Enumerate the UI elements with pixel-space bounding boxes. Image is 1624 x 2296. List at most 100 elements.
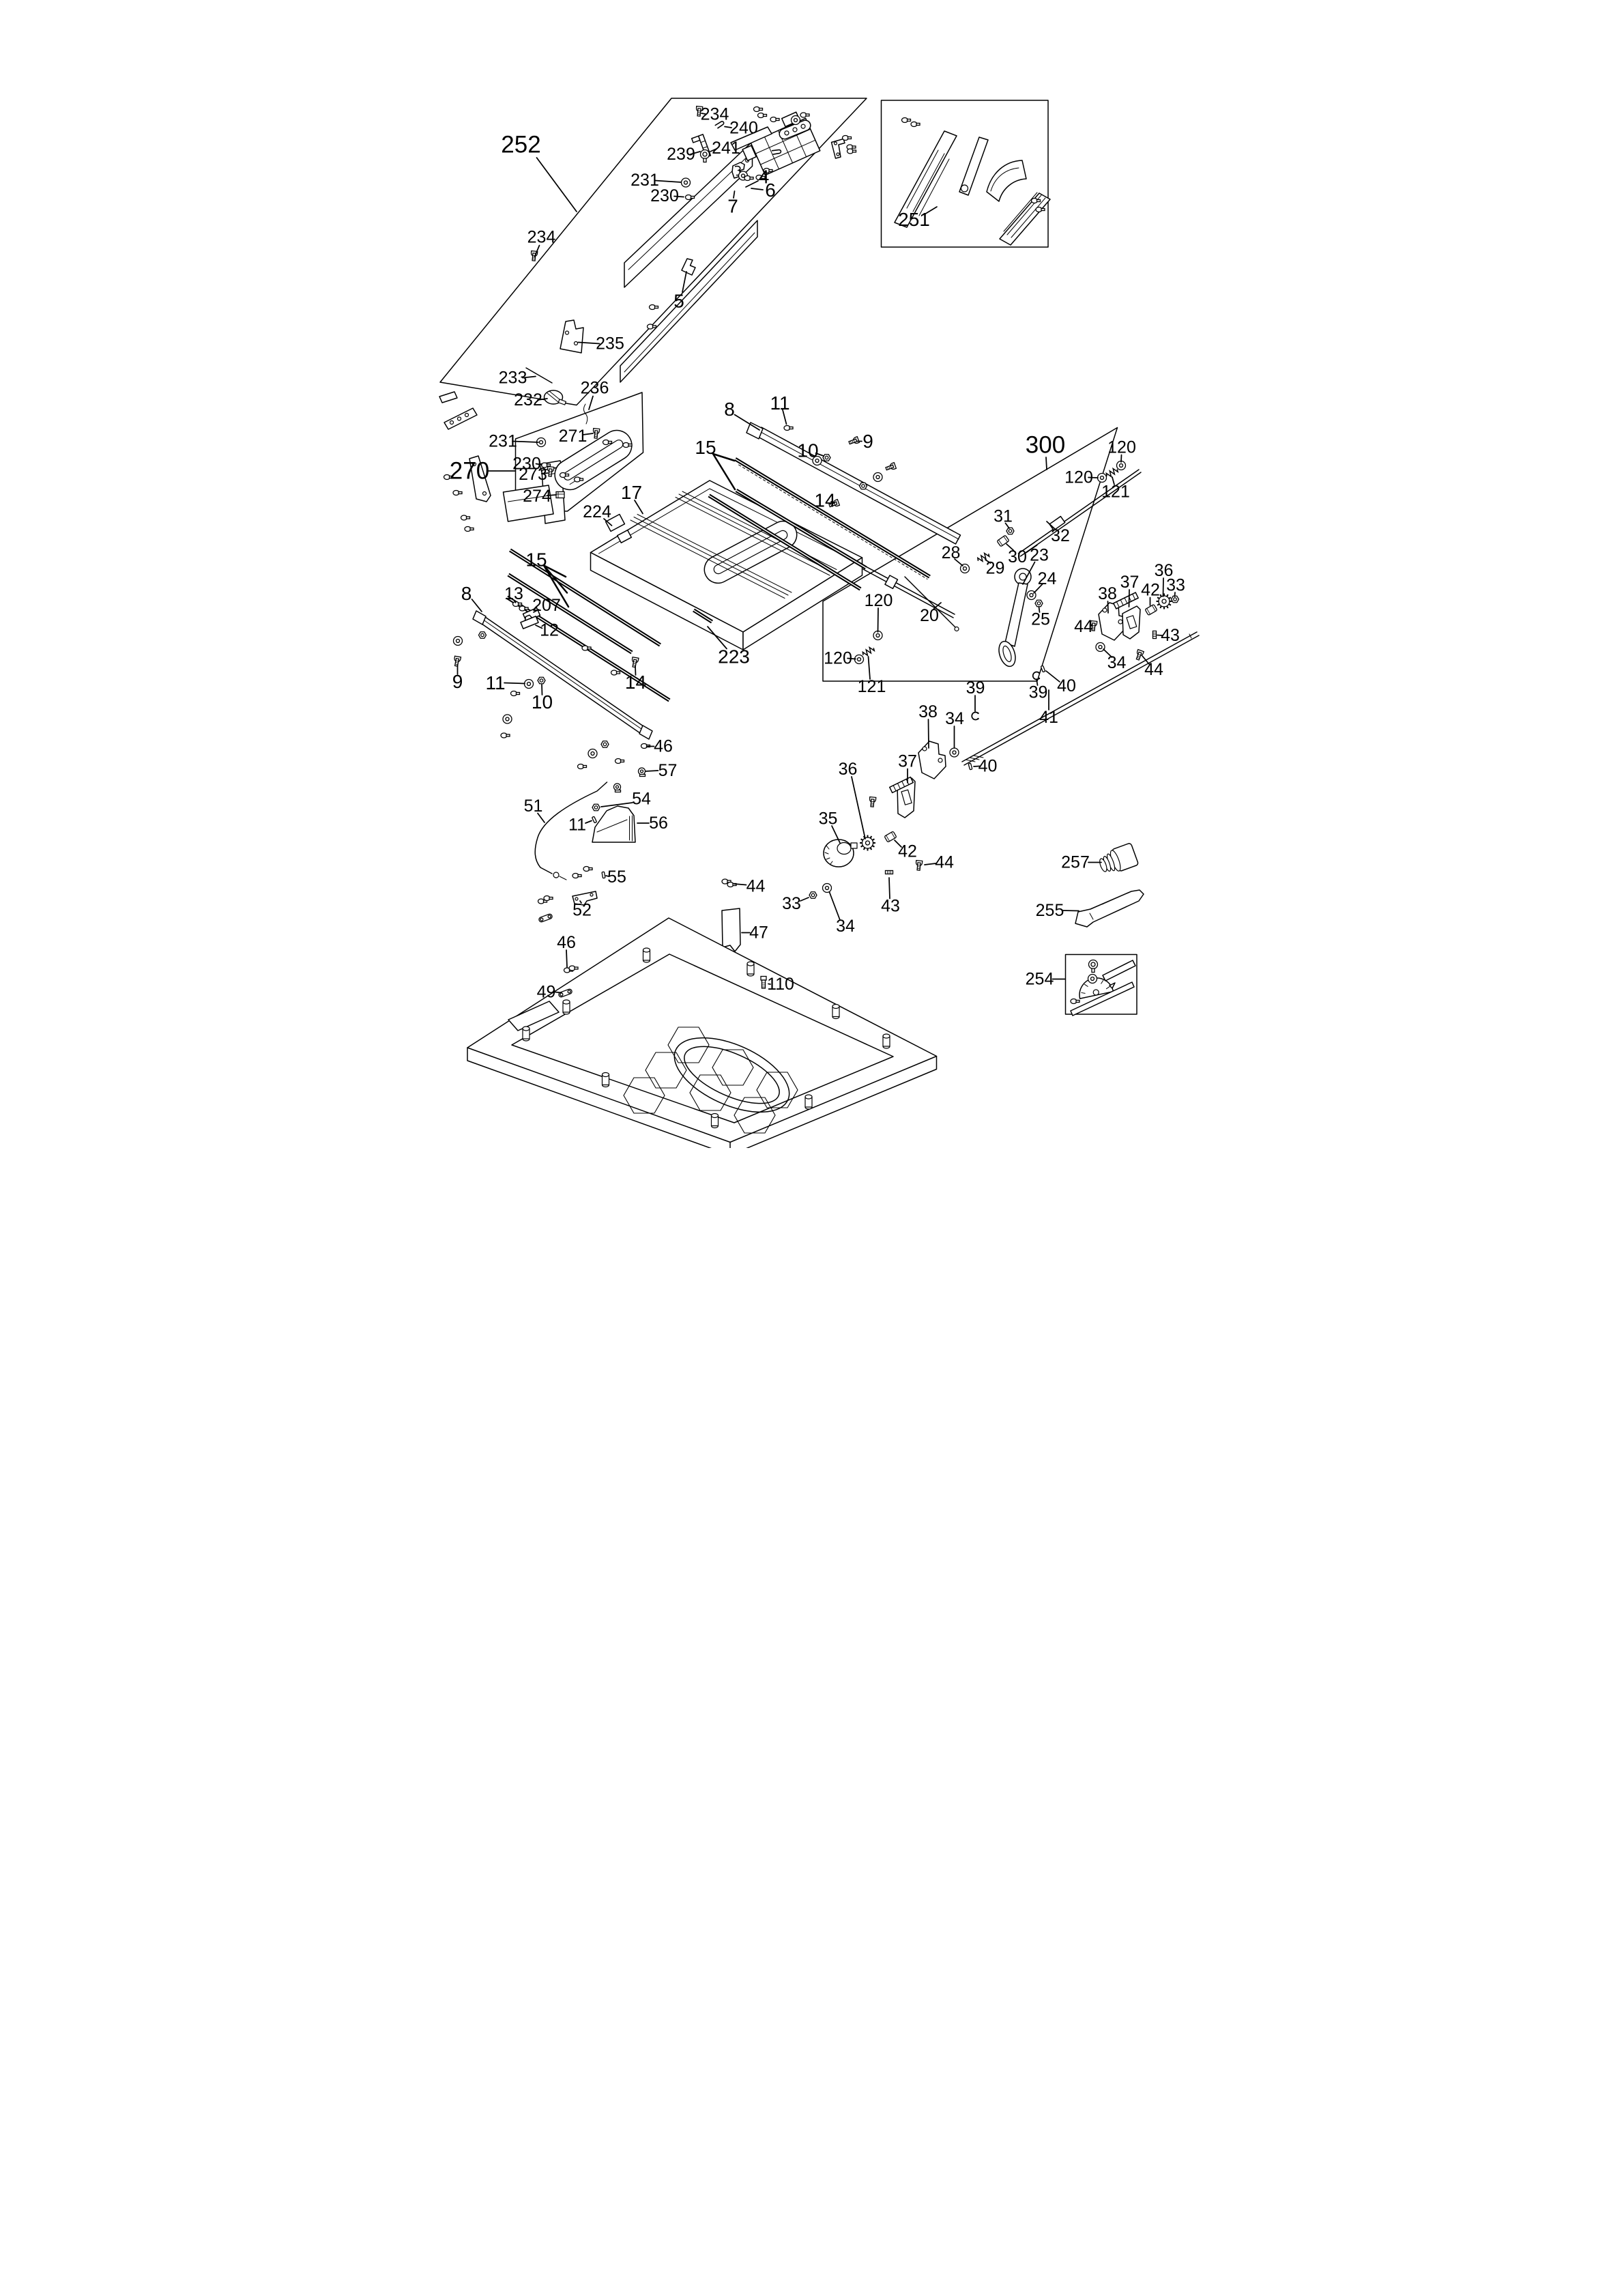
cord-wrap-47 — [721, 908, 741, 952]
hw-washer-icon — [790, 115, 801, 126]
miter-fence — [1102, 960, 1136, 981]
callout-11: 11 — [485, 672, 505, 693]
callout-8: 8 — [724, 399, 735, 420]
callout-251: 251 — [898, 209, 930, 230]
base-handle-indent — [508, 1001, 560, 1031]
callout-4: 4 — [759, 167, 770, 188]
callout-46: 46 — [557, 933, 576, 952]
angle-bracket-left — [469, 455, 491, 502]
leader-line-49 — [554, 991, 562, 994]
leader-line-239 — [690, 151, 701, 155]
leader-line-234 — [534, 244, 540, 257]
wire-236 — [583, 403, 588, 425]
spring-rod-233 — [525, 367, 553, 384]
leader-line-15 — [542, 564, 568, 594]
hw-pin-icon — [592, 816, 597, 824]
leader-line-11 — [782, 409, 787, 425]
label-tag-224 — [605, 513, 626, 532]
callout-120: 120 — [824, 649, 852, 668]
callout-42: 42 — [1141, 581, 1160, 600]
hw-screwH-icon — [614, 758, 625, 764]
hw-spring-icon — [862, 646, 875, 657]
hw-screwH-icon — [753, 106, 764, 113]
callout-234: 234 — [527, 228, 556, 247]
leader-line-44 — [1142, 655, 1150, 665]
leader-line-15 — [542, 564, 567, 578]
hw-screwH-icon — [610, 670, 621, 676]
hw-gear-icon — [1156, 593, 1172, 609]
leader-line-33 — [1174, 592, 1176, 597]
hw-screwH-icon — [559, 472, 570, 478]
callout-54: 54 — [632, 790, 651, 809]
hw-screwH-icon — [841, 134, 852, 141]
hw-spring-icon — [1105, 467, 1119, 478]
callout-231: 231 — [489, 432, 517, 451]
leader-line-31 — [1004, 522, 1010, 529]
hw-nut-icon — [1006, 527, 1015, 535]
callout-31: 31 — [994, 507, 1013, 526]
callout-40: 40 — [978, 757, 998, 776]
callout-223: 223 — [718, 646, 750, 668]
callout-8: 8 — [461, 583, 472, 604]
clamp-block-12 — [520, 614, 539, 629]
callout-235: 235 — [596, 334, 624, 354]
group-251-box — [880, 100, 1049, 248]
leader-line-8 — [734, 414, 760, 431]
leader-line-35 — [831, 825, 841, 844]
hw-screwH-icon — [573, 476, 584, 483]
leader-line-300 — [1045, 457, 1047, 470]
leader-line-30 — [1006, 543, 1015, 551]
hw-screwH-icon — [464, 526, 474, 532]
lever-56 — [592, 805, 636, 843]
hw-washer-icon — [502, 714, 512, 724]
leader-line-39 — [1036, 678, 1039, 686]
hw-nut-icon — [600, 741, 609, 748]
hw-screwH-icon — [543, 895, 553, 902]
hw-sleeve-icon — [997, 535, 1009, 547]
callout-35: 35 — [819, 809, 838, 829]
hw-screwH-icon — [783, 425, 794, 431]
group-254-box — [1064, 953, 1137, 1015]
callout-234: 234 — [701, 105, 729, 124]
leader-line-121 — [1112, 476, 1115, 485]
leader-line-5 — [682, 271, 687, 293]
callout-42: 42 — [898, 842, 917, 861]
hw-washer-icon — [949, 747, 959, 758]
callout-47: 47 — [749, 923, 768, 943]
group-270-parts — [554, 429, 633, 491]
callout-44: 44 — [935, 853, 954, 872]
leader-line-51 — [537, 812, 545, 823]
leader-line-4 — [745, 180, 759, 188]
callout-120: 120 — [1064, 468, 1093, 487]
rail-assembly-top-right — [708, 422, 961, 591]
leader-line-29 — [985, 559, 991, 564]
callout-121: 121 — [858, 677, 886, 696]
hw-screwS-icon — [885, 461, 897, 471]
callout-39: 39 — [1029, 683, 1048, 702]
hw-screwH-icon — [460, 515, 471, 521]
hw-screwH-icon — [1035, 206, 1045, 213]
hw-nut-icon — [1170, 595, 1180, 603]
callout-120: 120 — [865, 591, 893, 610]
callout-13: 13 — [504, 584, 523, 603]
leader-line-223 — [707, 626, 727, 650]
callout-5: 5 — [673, 291, 684, 312]
group-251-parts — [894, 130, 1051, 246]
hw-screwS-icon — [631, 657, 639, 668]
leader-line-13 — [514, 600, 517, 603]
leader-line-7 — [733, 190, 736, 199]
tilt-rod-20 — [862, 565, 959, 632]
guard-lever-group — [534, 781, 741, 952]
hw-screwH-icon — [537, 898, 548, 904]
leader-line-40 — [1045, 670, 1060, 683]
callout-28: 28 — [942, 543, 961, 562]
callout-241: 241 — [712, 139, 740, 158]
hw-screwH-icon — [568, 965, 579, 971]
callout-7: 7 — [727, 196, 738, 217]
leader-line-207 — [533, 609, 540, 613]
group-outlines — [439, 98, 1137, 1015]
callout-10: 10 — [797, 440, 818, 461]
leader-line-273 — [542, 472, 549, 474]
leader-line-235 — [577, 341, 600, 345]
hw-screwS-icon — [869, 796, 877, 807]
